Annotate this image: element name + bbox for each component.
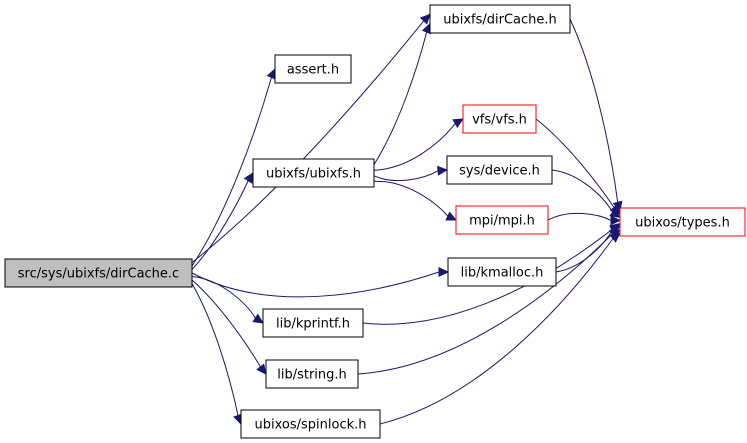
node-string_h[interactable]: lib/string.h: [265, 359, 359, 389]
arrowhead-root-to-dircache_h: [419, 13, 431, 25]
node-box-kmalloc_h[interactable]: [447, 257, 557, 287]
node-root[interactable]: src/sys/ubixfs/dirCache.c: [4, 258, 193, 288]
node-label-kprintf_h: lib/kprintf.h: [276, 317, 350, 332]
node-box-root[interactable]: [4, 258, 193, 288]
edge-root-to-spinlock_h: [191, 283, 239, 416]
node-box-ubixfs_h[interactable]: [252, 158, 375, 188]
edge-ubixfs_h-to-mpi_h: [373, 180, 449, 217]
node-kmalloc_h[interactable]: lib/kmalloc.h: [447, 257, 557, 287]
edge-root-to-string_h: [191, 279, 261, 368]
node-label-assert_h: assert.h: [287, 63, 339, 78]
node-types_h[interactable]: ubixos/types.h: [619, 207, 746, 237]
node-kprintf_h[interactable]: lib/kprintf.h: [262, 308, 364, 338]
node-label-kmalloc_h: lib/kmalloc.h: [461, 266, 544, 281]
node-label-spinlock_h: ubixos/spinlock.h: [255, 418, 367, 433]
edge-device_h-to-types_h: [551, 169, 614, 213]
edge-root-to-kmalloc_h: [191, 271, 440, 298]
arrowhead-root-to-ubixfs_h: [243, 172, 254, 184]
node-label-types_h: ubixos/types.h: [635, 216, 730, 231]
node-label-ubixfs_h: ubixfs/ubixfs.h: [266, 167, 361, 182]
node-box-spinlock_h[interactable]: [240, 409, 381, 439]
node-label-vfs_h: vfs/vfs.h: [472, 113, 527, 128]
node-box-types_h[interactable]: [619, 207, 746, 237]
edge-vfs_h-to-types_h: [535, 118, 615, 208]
arrowhead-device_h-to-types_h: [609, 207, 621, 219]
edge-mpi_h-to-types_h: [547, 212, 612, 221]
edge-root-to-dircache_h: [191, 20, 425, 263]
node-vfs_h[interactable]: vfs/vfs.h: [462, 104, 537, 134]
edge-kprintf_h-to-types_h: [362, 229, 612, 325]
arrowhead-mpi_h-to-types_h: [610, 215, 622, 226]
edge-root-to-assert_h: [191, 77, 272, 267]
node-box-kprintf_h[interactable]: [262, 308, 364, 338]
arrowhead-root-to-assert_h: [266, 67, 276, 80]
arrowhead-root-to-kmalloc_h: [438, 267, 450, 278]
node-box-vfs_h[interactable]: [462, 104, 537, 134]
edge-root-to-kprintf_h: [191, 276, 256, 319]
node-label-device_h: sys/device.h: [459, 164, 540, 179]
arrowhead-ubixfs_h-to-mpi_h: [445, 211, 458, 221]
node-label-string_h: lib/string.h: [277, 368, 347, 383]
edge-ubixfs_h-to-dircache_h: [373, 31, 428, 165]
node-box-device_h[interactable]: [446, 155, 553, 185]
edge-string_h-to-types_h: [357, 233, 613, 375]
edge-dircache_h-to-types_h: [569, 18, 619, 203]
node-layer: src/sys/ubixfs/dirCache.c ubixfs/dirCache…: [4, 4, 746, 439]
arrowhead-ubixfs_h-to-device_h: [437, 165, 449, 176]
node-label-dircache_h: ubixfs/dirCache.h: [443, 13, 557, 28]
edge-root-to-ubixfs_h: [191, 180, 249, 270]
node-label-root: src/sys/ubixfs/dirCache.c: [18, 267, 179, 282]
node-label-mpi_h: mpi/mpi.h: [469, 214, 535, 229]
edge-layer: [191, 13, 623, 426]
arrowhead-spinlock_h-to-types_h: [609, 232, 621, 243]
edge-ubixfs_h-to-device_h: [373, 170, 439, 182]
arrowhead-root-to-kprintf_h: [252, 313, 264, 324]
node-ubixfs_h[interactable]: ubixfs/ubixfs.h: [252, 158, 375, 188]
node-spinlock_h[interactable]: ubixos/spinlock.h: [240, 409, 381, 439]
arrowhead-ubixfs_h-to-vfs_h: [452, 118, 465, 129]
node-box-mpi_h[interactable]: [455, 205, 549, 235]
node-device_h[interactable]: sys/device.h: [446, 155, 553, 185]
node-assert_h[interactable]: assert.h: [274, 54, 352, 84]
node-box-string_h[interactable]: [265, 359, 359, 389]
node-mpi_h[interactable]: mpi/mpi.h: [455, 205, 549, 235]
edge-spinlock_h-to-types_h: [379, 238, 614, 425]
node-dircache_h[interactable]: ubixfs/dirCache.h: [429, 4, 571, 34]
edge-ubixfs_h-to-vfs_h: [373, 123, 456, 171]
node-box-assert_h[interactable]: [274, 54, 352, 84]
arrowhead-ubixfs_h-to-dircache_h: [421, 22, 432, 35]
node-box-dircache_h[interactable]: [429, 4, 571, 34]
arrowhead-root-to-string_h: [256, 363, 267, 375]
